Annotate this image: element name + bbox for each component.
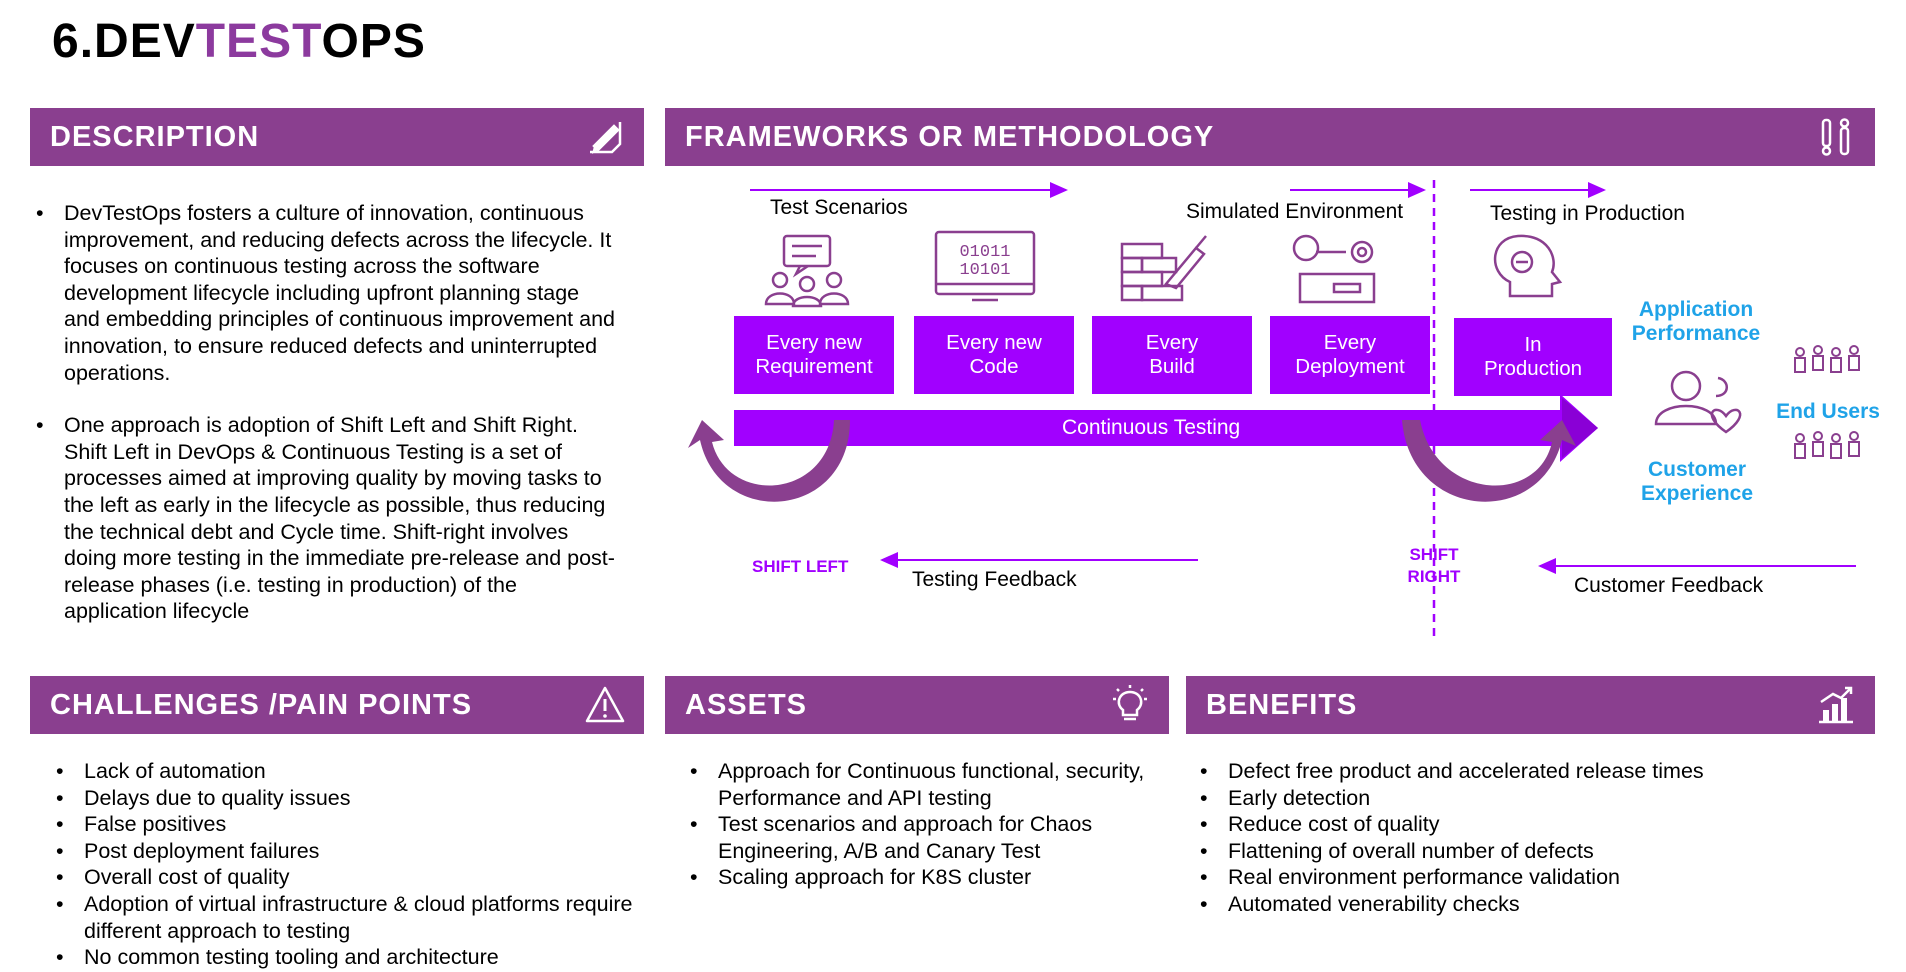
description-header: DESCRIPTION bbox=[30, 108, 644, 166]
benefit-item: Defect free product and accelerated rele… bbox=[1194, 758, 1874, 785]
description-item: One approach is adoption of Shift Left a… bbox=[30, 412, 620, 625]
asset-item: Test scenarios and approach for Chaos En… bbox=[684, 811, 1154, 864]
lightbulb-icon bbox=[1113, 685, 1147, 721]
simulated-env-label: Simulated Environment bbox=[1186, 200, 1404, 223]
shift-left-curve bbox=[688, 420, 850, 502]
asset-item: Approach for Continuous functional, secu… bbox=[684, 758, 1154, 811]
assets-list: Approach for Continuous functional, secu… bbox=[684, 758, 1154, 891]
challenges-title: CHALLENGES /PAIN POINTS bbox=[50, 688, 473, 721]
head-icon bbox=[1493, 234, 1563, 298]
binary-text: 01011 bbox=[959, 243, 1010, 262]
pen-paper-icon bbox=[590, 122, 622, 154]
people-chat-icon bbox=[764, 234, 850, 308]
shift-left-label: SHIFT LEFT bbox=[752, 557, 849, 576]
challenge-item: Lack of automation bbox=[50, 758, 650, 785]
continuous-testing-arrow bbox=[734, 394, 1598, 462]
user-group-icon bbox=[1794, 345, 1860, 459]
benefit-item: Early detection bbox=[1194, 785, 1874, 812]
benefit-item: Reduce cost of quality bbox=[1194, 811, 1874, 838]
testing-production-label: Testing in Production bbox=[1490, 202, 1685, 225]
end-users-label: End Users bbox=[1776, 400, 1880, 423]
benefit-item: Flattening of overall number of defects bbox=[1194, 838, 1874, 865]
challenge-item: Overall cost of quality bbox=[50, 864, 650, 891]
benefits-title: BENEFITS bbox=[1206, 688, 1358, 721]
benefits-header: BENEFITS bbox=[1186, 676, 1875, 734]
challenge-item: Post deployment failures bbox=[50, 838, 650, 865]
benefits-list: Defect free product and accelerated rele… bbox=[1194, 758, 1874, 918]
frameworks-header: FRAMEWORKS OR METHODOLOGY bbox=[665, 108, 1875, 166]
customer-heart-icon bbox=[1654, 370, 1742, 434]
challenge-item: No common testing tooling and architectu… bbox=[50, 944, 650, 971]
description-list: DevTestOps fosters a culture of innovati… bbox=[30, 200, 620, 651]
bar-chart-icon bbox=[1819, 686, 1853, 724]
warning-icon bbox=[585, 686, 625, 723]
customer-feedback-label: Customer Feedback bbox=[1574, 574, 1764, 597]
binary-text: 10101 bbox=[959, 261, 1010, 280]
challenge-item: Adoption of virtual infrastructure & clo… bbox=[50, 891, 650, 944]
assets-header: ASSETS bbox=[665, 676, 1169, 734]
asset-item: Scaling approach for K8S cluster bbox=[684, 864, 1154, 891]
deploy-gear-icon bbox=[1292, 234, 1376, 304]
benefit-item: Automated venerability checks bbox=[1194, 891, 1874, 918]
challenge-item: Delays due to quality issues bbox=[50, 785, 650, 812]
test-scenarios-label: Test Scenarios bbox=[770, 196, 908, 219]
binary-monitor-icon bbox=[934, 230, 1036, 302]
frameworks-title: FRAMEWORKS OR METHODOLOGY bbox=[685, 120, 1215, 153]
brick-wall-icon bbox=[1120, 235, 1207, 302]
challenges-header: CHALLENGES /PAIN POINTS bbox=[30, 676, 644, 734]
description-item: DevTestOps fosters a culture of innovati… bbox=[30, 200, 620, 386]
page-title: 6.DEVTESTOPS bbox=[52, 15, 426, 68]
shift-right-curve bbox=[1402, 420, 1576, 502]
testing-feedback-label: Testing Feedback bbox=[912, 568, 1077, 591]
challenge-item: False positives bbox=[50, 811, 650, 838]
assets-title: ASSETS bbox=[685, 688, 808, 721]
description-title: DESCRIPTION bbox=[50, 120, 260, 153]
continuous-testing-label: Continuous Testing bbox=[1062, 416, 1241, 439]
benefit-item: Real environment performance validation bbox=[1194, 864, 1874, 891]
challenges-list: Lack of automation Delays due to quality… bbox=[50, 758, 650, 971]
pipeline-icon bbox=[1821, 118, 1850, 156]
